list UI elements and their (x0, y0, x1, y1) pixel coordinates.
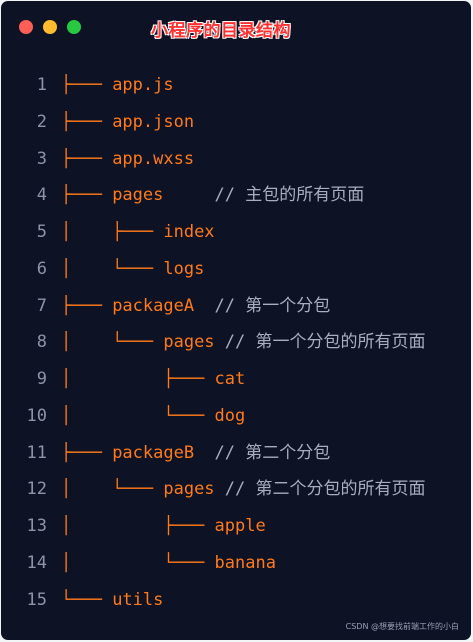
file-name: index (163, 222, 215, 242)
line-content: │ └─── pages // 第二个分包的所有页面 (61, 471, 426, 508)
tree-branch: └─── (61, 589, 113, 610)
window-title: 小程序的目录结构 (151, 21, 291, 41)
line-number: 5 (36, 222, 47, 242)
line-content: ├─── packageB // 第二个分包 (61, 435, 330, 472)
tree-branch: │ └─── (61, 479, 164, 500)
file-name: utils (112, 589, 164, 610)
line-content: │ ├─── cat (61, 361, 245, 398)
line-content: ├─── pages // 主包的所有页面 (61, 177, 364, 214)
file-name: app.wxss (112, 148, 195, 169)
code-line: 12 │ └─── pages // 第二个分包的所有页面 (1, 471, 471, 508)
line-content: ├─── packageA // 第一个分包 (61, 288, 330, 325)
close-icon[interactable] (19, 20, 33, 34)
line-number: 6 (36, 258, 47, 279)
code-line: 2 ├─── app.json (1, 104, 471, 141)
line-content: │ └─── dog (61, 398, 245, 435)
tree-branch: │ └─── (61, 332, 164, 353)
line-content: │ └─── pages // 第一个分包的所有页面 (61, 324, 426, 361)
code-line: 9 │ ├─── cat (1, 361, 471, 398)
line-number: 3 (36, 148, 47, 169)
code-line: 4 ├─── pages // 主包的所有页面 (1, 177, 471, 214)
line-number: 10 (26, 405, 47, 426)
file-name: cat (214, 369, 246, 389)
file-name: app.js (112, 75, 174, 95)
tree-branch: ├─── (61, 185, 113, 206)
code-block: 1 ├─── app.js 2 ├─── app.json 3 ├─── app.wxss… (1, 67, 471, 618)
code-line: 7 ├─── packageA // 第一个分包 (1, 288, 471, 325)
code-line: 11 ├─── packageB // 第二个分包 (1, 435, 471, 472)
line-number: 11 (26, 442, 47, 463)
tree-branch: ├─── (61, 295, 113, 316)
file-name: pages (163, 332, 215, 353)
line-number: 12 (26, 479, 47, 500)
line-number: 7 (36, 295, 47, 316)
tree-branch: ├─── (61, 148, 113, 169)
minimize-icon[interactable] (43, 20, 57, 34)
code-line: 3 ├─── app.wxss (1, 141, 471, 178)
line-content: │ └─── logs (61, 251, 204, 288)
tree-branch: │ └─── (61, 405, 215, 426)
code-line: 5 │ ├─── index (1, 214, 471, 251)
file-name: dog (214, 405, 246, 426)
line-number: 15 (26, 589, 47, 610)
code-line: 13 │ ├─── apple (1, 508, 471, 545)
file-name: packageB (112, 442, 195, 463)
line-number: 14 (26, 552, 47, 573)
line-content: ├─── app.js (61, 67, 174, 104)
tree-branch: │ ├─── (61, 222, 164, 242)
code-line: 15 └─── utils (1, 582, 471, 619)
file-name: banana (214, 552, 276, 573)
code-line: 6 │ └─── logs (1, 251, 471, 288)
line-number: 1 (36, 75, 47, 95)
code-comment: // 第一个分包 (194, 295, 331, 316)
line-content: │ ├─── index (61, 214, 215, 251)
tree-branch: ├─── (61, 111, 113, 132)
line-content: ├─── app.wxss (61, 141, 194, 178)
code-comment: // 第一个分包的所有页面 (214, 332, 426, 353)
file-name: app.json (112, 111, 195, 132)
file-name: logs (163, 258, 205, 279)
tree-branch: │ └─── (61, 552, 215, 573)
code-line: 8 │ └─── pages // 第一个分包的所有页面 (1, 324, 471, 361)
file-name: apple (214, 516, 266, 536)
window-titlebar: 小程序的目录结构 (1, 1, 471, 55)
code-line: 10 │ └─── dog (1, 398, 471, 435)
tree-branch: │ ├─── (61, 516, 215, 536)
code-line: 14 │ └─── banana (1, 545, 471, 582)
code-comment: // 主包的所有页面 (163, 185, 365, 206)
line-number: 9 (36, 369, 47, 389)
file-name: pages (163, 479, 215, 500)
line-number: 13 (26, 516, 47, 536)
line-content: └─── utils (61, 582, 163, 619)
code-comment: // 第二个分包 (194, 442, 331, 463)
line-content: │ ├─── apple (61, 508, 266, 545)
tree-branch: │ └─── (61, 258, 164, 279)
tree-branch: │ ├─── (61, 369, 215, 389)
line-number: 2 (36, 111, 47, 132)
file-name: pages (112, 185, 164, 206)
tree-branch: ├─── (61, 75, 113, 95)
file-name: packageA (112, 295, 195, 316)
line-content: ├─── app.json (61, 104, 194, 141)
watermark: CSDN @想要找前端工作的小白 (345, 622, 459, 631)
maximize-icon[interactable] (67, 20, 81, 34)
code-line: 1 ├─── app.js (1, 67, 471, 104)
code-comment: // 第二个分包的所有页面 (214, 479, 426, 500)
line-content: │ └─── banana (61, 545, 276, 582)
line-number: 4 (36, 185, 47, 206)
tree-branch: ├─── (61, 442, 113, 463)
line-number: 8 (36, 332, 47, 353)
